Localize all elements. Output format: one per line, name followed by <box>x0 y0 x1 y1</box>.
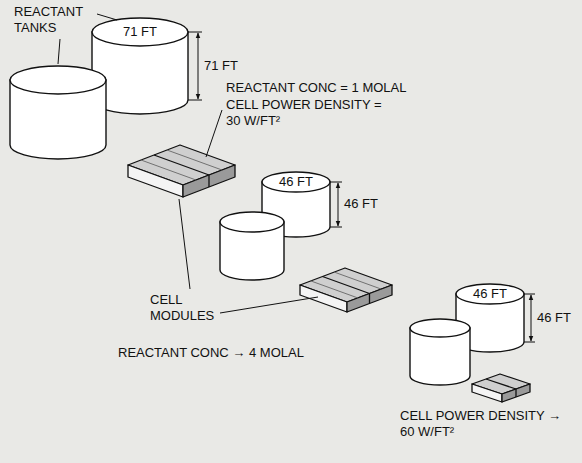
part-label: CELL MODULES <box>150 292 230 324</box>
module-divider <box>323 277 370 304</box>
tank-top <box>262 172 330 192</box>
dimension-label: 46 FT <box>266 174 326 190</box>
tank-top <box>92 18 188 46</box>
extension-line <box>188 32 202 100</box>
extension-line <box>330 182 342 227</box>
dimension-label: 71 FT <box>110 24 170 40</box>
dimension-line <box>338 183 339 226</box>
note-label: CELL POWER DENSITY → 60 W/FT² <box>400 408 576 440</box>
leader-line <box>58 39 60 64</box>
dimension-label: 46 FT <box>460 286 520 302</box>
tank-top <box>10 66 106 94</box>
leader-line <box>206 110 222 157</box>
extension-line <box>524 294 535 342</box>
module-stripe <box>141 150 222 180</box>
tank-top <box>220 212 284 232</box>
leader-line <box>220 297 318 313</box>
tank-top <box>456 284 524 304</box>
module-divider <box>486 379 516 397</box>
note-label: CELL POWER DENSITY = 30 W/FT² <box>226 97 398 129</box>
cell-module <box>472 384 502 402</box>
module-divider <box>154 155 209 187</box>
note-label: REACTANT CONC → 4 MOLAL <box>118 345 358 361</box>
dimension-label: 46 FT <box>537 310 579 326</box>
dimension-line <box>198 33 199 99</box>
note-label: REACTANT CONC = 1 MOLAL <box>226 80 436 96</box>
module-stripe <box>311 272 381 298</box>
cell-module <box>128 165 183 197</box>
leader-line <box>97 14 117 20</box>
dimension-label: 46 FT <box>344 196 394 212</box>
dimension-line <box>531 295 532 341</box>
leader-line <box>179 199 190 289</box>
tank-top <box>410 319 470 337</box>
part-label: REACTANT TANKS <box>14 4 106 36</box>
dimension-label: 71 FT <box>204 58 254 74</box>
